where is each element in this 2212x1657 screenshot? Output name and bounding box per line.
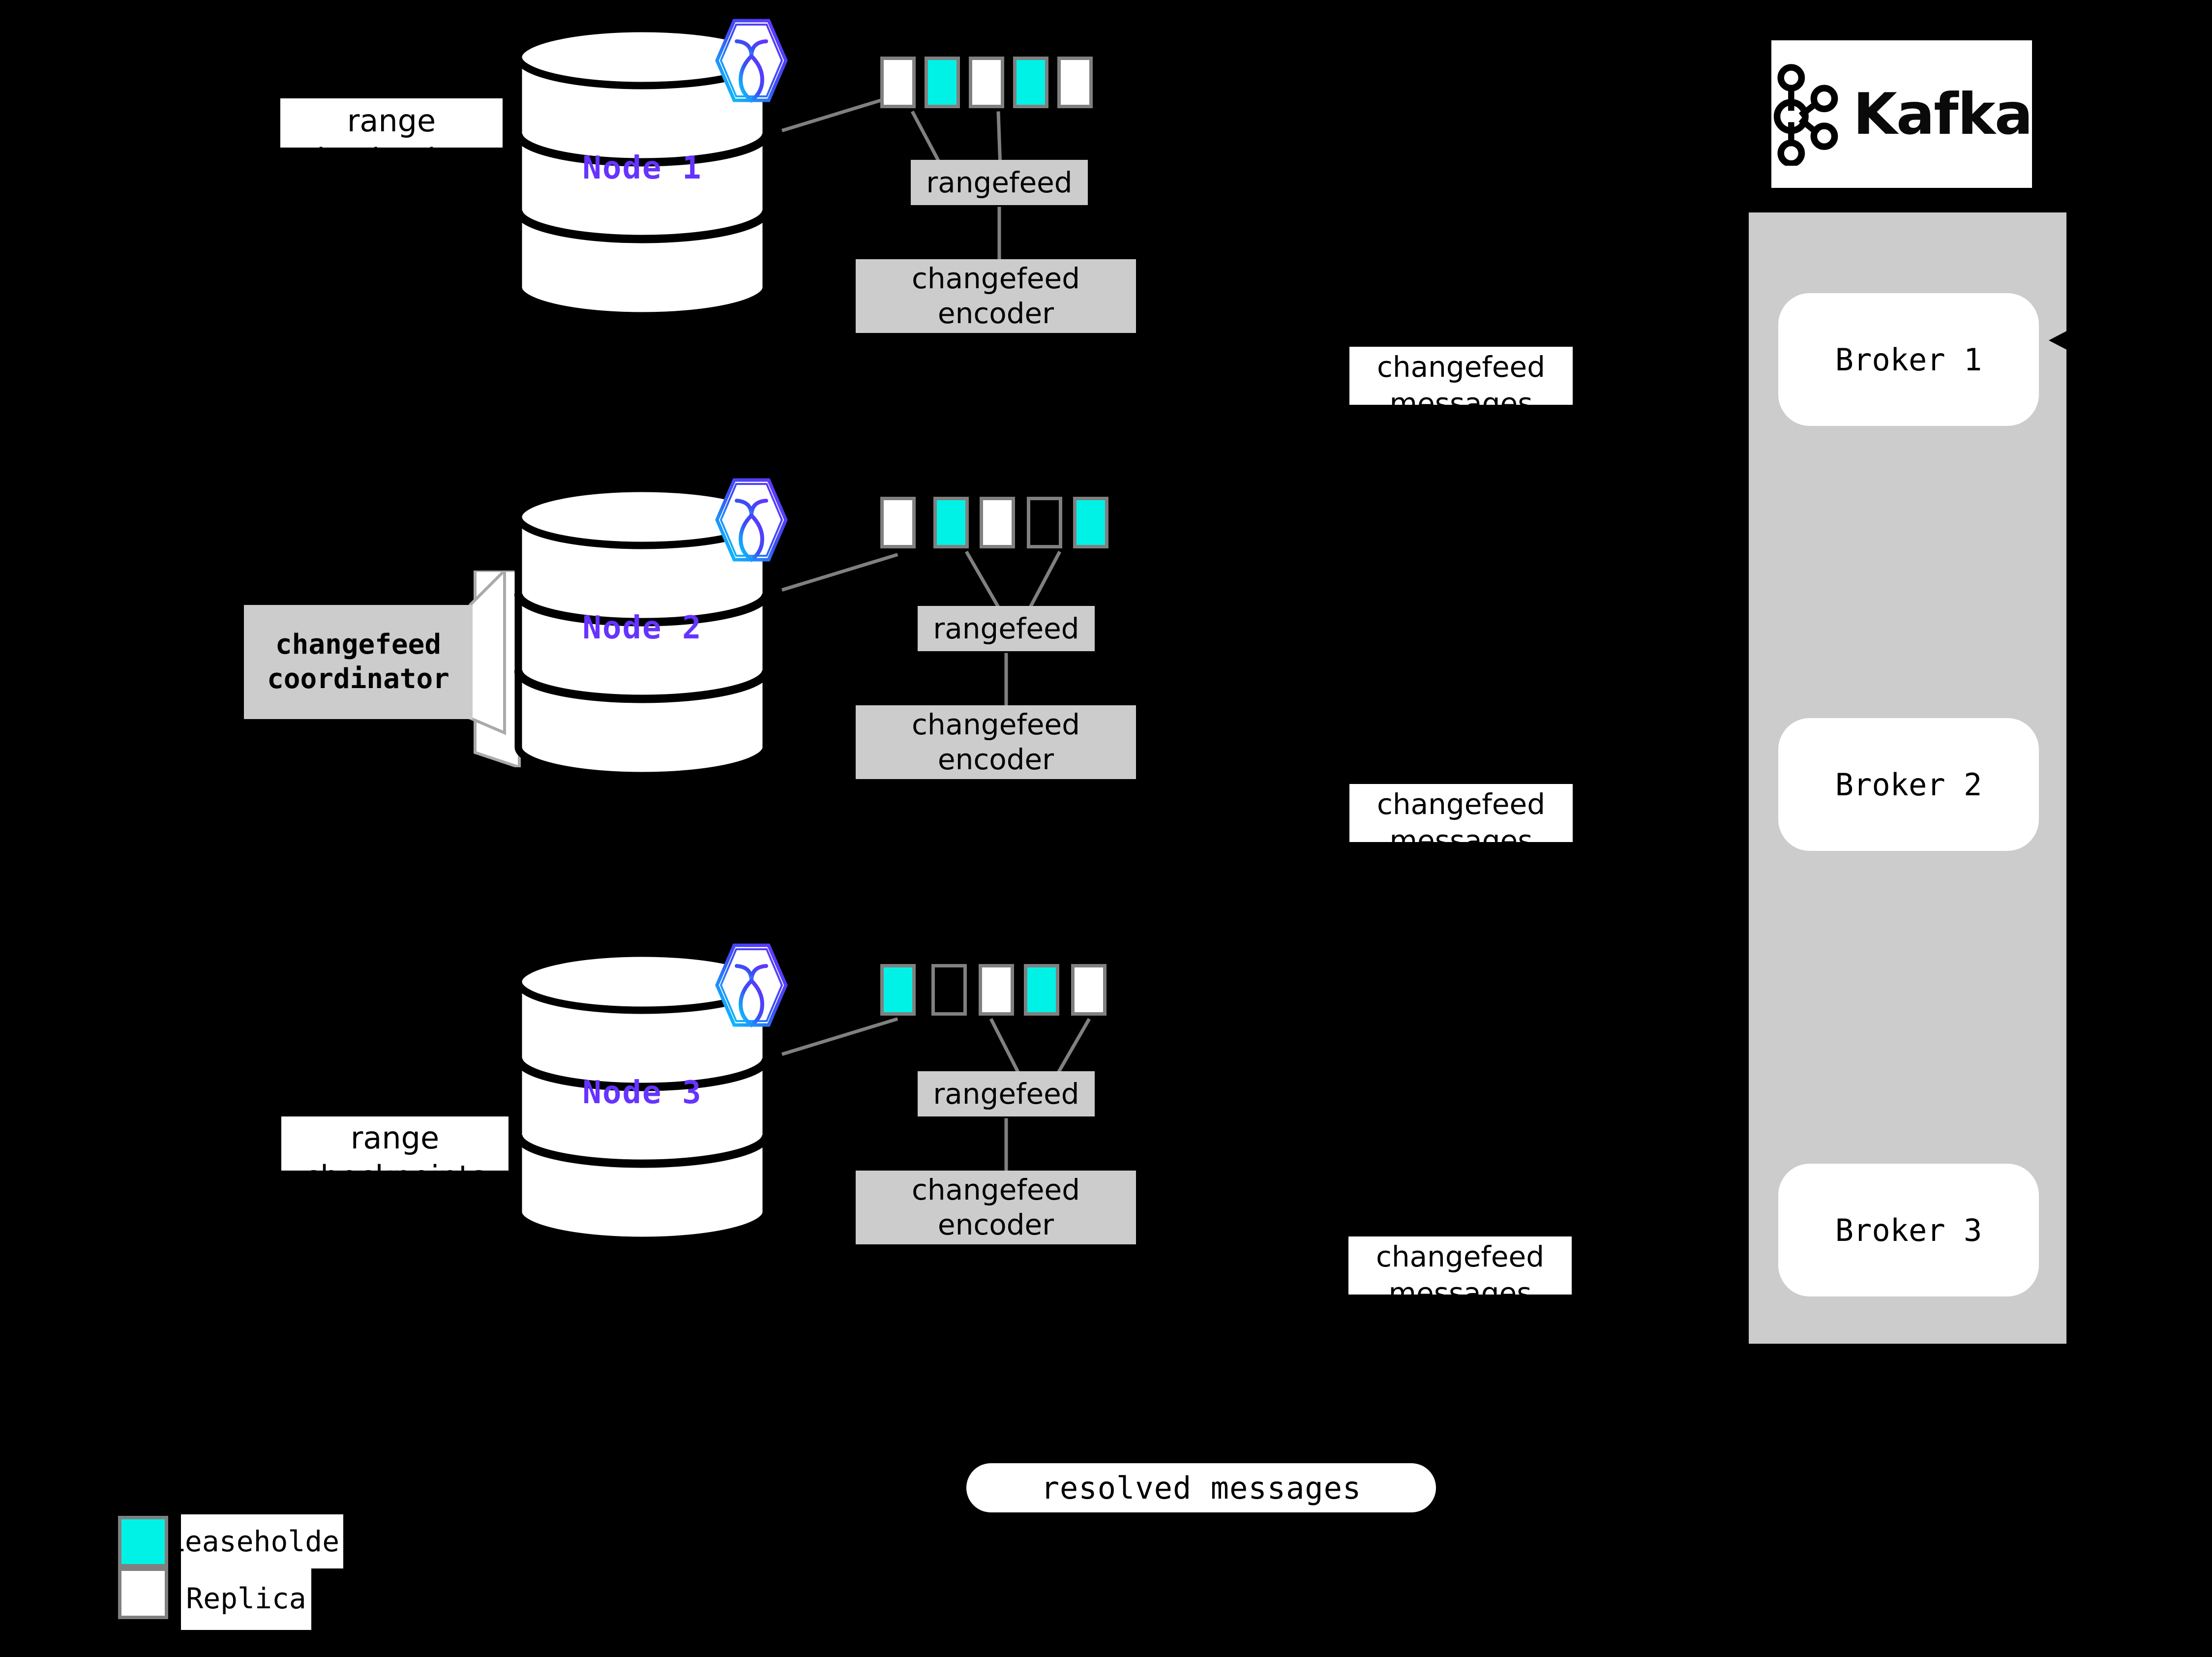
rangefeed-box-node2[interactable]: rangefeed bbox=[918, 606, 1095, 651]
node-1-label: Node 1 bbox=[582, 150, 702, 186]
node1-encoder-connector bbox=[997, 207, 1001, 261]
legend-swatch-replica bbox=[118, 1567, 168, 1619]
range-cell[interactable] bbox=[979, 964, 1014, 1016]
legend-text: Replica bbox=[186, 1582, 306, 1615]
rangefeed-label: rangefeed bbox=[926, 165, 1073, 199]
broker-inbound-arrow-icon bbox=[2049, 329, 2071, 352]
messages-line1: changefeed bbox=[1376, 350, 1546, 384]
messages-line2: messages bbox=[1389, 824, 1533, 842]
range-cell[interactable] bbox=[1073, 497, 1108, 548]
messages-line2: messages bbox=[1388, 1276, 1532, 1295]
range-cell[interactable] bbox=[931, 964, 967, 1016]
encoder-line2: encoder bbox=[937, 743, 1054, 776]
encoder-line1: changefeed bbox=[911, 262, 1080, 296]
changefeed-coordinator-banner: changefeed coordinator bbox=[244, 571, 524, 767]
range-cell[interactable] bbox=[1024, 964, 1059, 1016]
range-cell[interactable] bbox=[980, 497, 1015, 548]
resolved-messages-label: resolved messages bbox=[1041, 1470, 1362, 1506]
legend-swatch-leaseholder bbox=[118, 1516, 168, 1567]
coordinator-line1: changefeed bbox=[275, 629, 442, 661]
resolved-messages-pill[interactable]: resolved messages bbox=[966, 1463, 1436, 1512]
node-2-cylinder: Node 2 bbox=[514, 484, 770, 780]
node-3-label: Node 3 bbox=[582, 1075, 702, 1111]
range-cell[interactable] bbox=[880, 964, 916, 1016]
kafka-broker-panel: Broker 1 Broker 2 Broker 3 bbox=[1749, 212, 2066, 1344]
encoder-line2: encoder bbox=[937, 1208, 1054, 1241]
cockroachdb-logo-icon-node2 bbox=[707, 473, 796, 567]
messages-line1: changefeed bbox=[1375, 1240, 1545, 1273]
legend: Leaseholder Replica bbox=[118, 1514, 423, 1630]
range-cell[interactable] bbox=[1013, 57, 1048, 108]
messages-line2: messages bbox=[1389, 387, 1533, 405]
encoder-line1: changefeed bbox=[911, 708, 1080, 742]
changefeed-encoder-box-node3[interactable]: changefeed encoder bbox=[856, 1171, 1136, 1244]
encoder-line1: changefeed bbox=[911, 1173, 1080, 1207]
messages-line1: changefeed bbox=[1376, 787, 1546, 821]
range-cell[interactable] bbox=[1071, 964, 1106, 1016]
range-checkpoints-line2: checkpoints bbox=[303, 1157, 486, 1171]
node-3-cylinder: Node 3 bbox=[514, 949, 770, 1244]
changefeed-messages-label-node1: changefeed messages bbox=[1349, 347, 1573, 405]
node1-rangefeed-connector-b bbox=[996, 111, 1002, 166]
range-cell[interactable] bbox=[1057, 57, 1093, 108]
kafka-wordmark: Kafka bbox=[1853, 81, 2033, 148]
kafka-mark-icon bbox=[1773, 64, 1838, 166]
cockroachdb-logo-icon-node1 bbox=[707, 14, 796, 107]
range-cell[interactable] bbox=[1027, 497, 1062, 548]
broker-1[interactable]: Broker 1 bbox=[1778, 293, 2039, 426]
cockroachdb-logo-icon-node3 bbox=[707, 938, 796, 1032]
range-checkpoints-label-node1: range checkpoints bbox=[280, 98, 503, 148]
rangefeed-label: rangefeed bbox=[933, 1077, 1079, 1111]
legend-label-leaseholder: Leaseholder bbox=[181, 1514, 343, 1568]
changefeed-coordinator-box[interactable]: changefeed coordinator bbox=[244, 605, 473, 719]
range-checkpoints-label-node3: range checkpoints bbox=[281, 1116, 508, 1171]
broker-label: Broker 1 bbox=[1835, 341, 1982, 378]
node3-encoder-connector bbox=[1004, 1118, 1008, 1173]
range-cell[interactable] bbox=[880, 497, 916, 548]
range-cell[interactable] bbox=[933, 497, 969, 548]
node2-range-connector bbox=[781, 553, 898, 592]
node2-encoder-connector bbox=[1004, 653, 1008, 707]
rangefeed-box-node3[interactable]: rangefeed bbox=[918, 1071, 1095, 1116]
changefeed-encoder-box-node1[interactable]: changefeed encoder bbox=[856, 259, 1136, 333]
changefeed-encoder-box-node2[interactable]: changefeed encoder bbox=[856, 705, 1136, 779]
legend-text: Leaseholder bbox=[181, 1525, 343, 1558]
broker-3[interactable]: Broker 3 bbox=[1778, 1164, 2039, 1296]
changefeed-messages-label-node2: changefeed messages bbox=[1349, 784, 1573, 842]
range-checkpoints-line2: checkpoints bbox=[300, 140, 483, 148]
range-checkpoints-line1: range bbox=[347, 103, 436, 139]
coordinator-line2: coordinator bbox=[267, 663, 449, 695]
range-cell[interactable] bbox=[969, 57, 1004, 108]
range-cell[interactable] bbox=[925, 57, 960, 108]
encoder-line2: encoder bbox=[937, 297, 1054, 330]
broker-label: Broker 3 bbox=[1835, 1212, 1982, 1248]
range-checkpoints-line1: range bbox=[350, 1120, 440, 1156]
node3-range-connector bbox=[781, 1017, 898, 1056]
changefeed-messages-label-node3: changefeed messages bbox=[1348, 1236, 1572, 1295]
rangefeed-box-node1[interactable]: rangefeed bbox=[911, 160, 1088, 205]
broker-2[interactable]: Broker 2 bbox=[1778, 718, 2039, 851]
node-1-cylinder: Node 1 bbox=[514, 25, 770, 320]
broker-label: Broker 2 bbox=[1835, 766, 1982, 803]
legend-label-replica: Replica bbox=[181, 1567, 311, 1630]
kafka-logo: Kafka bbox=[1771, 40, 2033, 188]
rangefeed-label: rangefeed bbox=[933, 611, 1079, 645]
node-2-label: Node 2 bbox=[582, 610, 702, 646]
range-cell[interactable] bbox=[880, 57, 916, 108]
